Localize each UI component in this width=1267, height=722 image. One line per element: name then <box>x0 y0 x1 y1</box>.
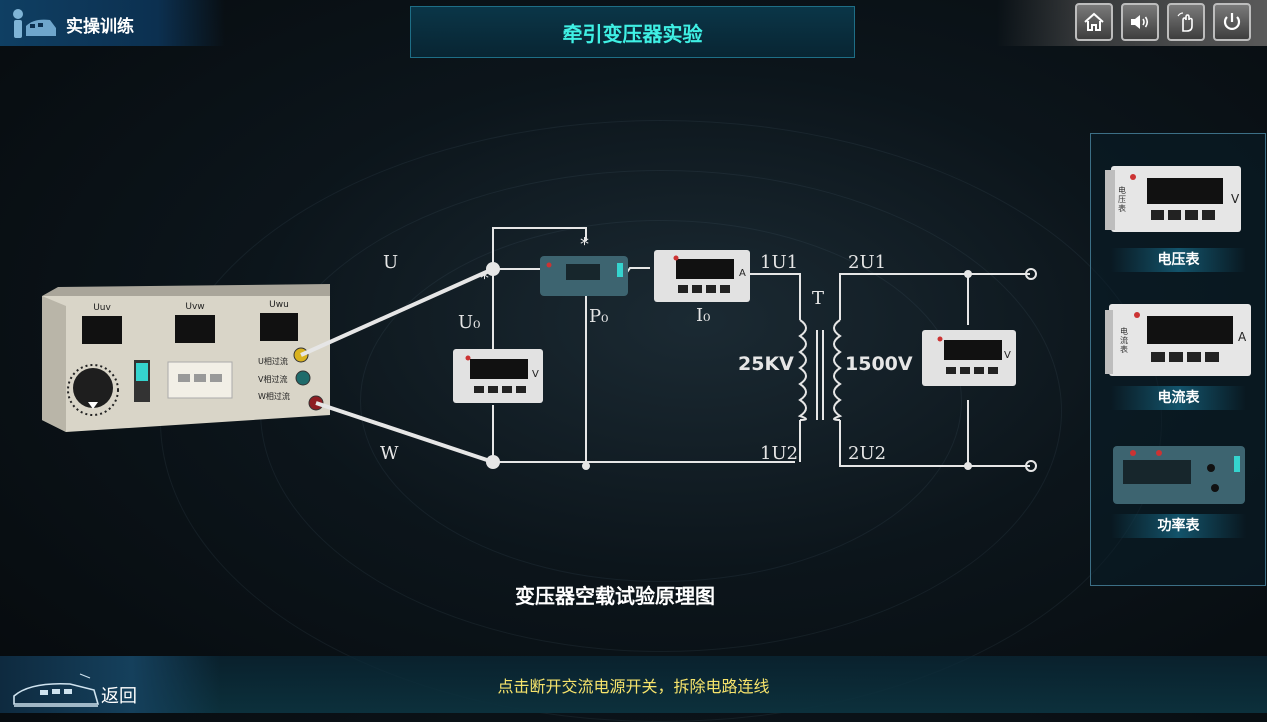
hand-button[interactable] <box>1167 3 1205 41</box>
label-1u2: 1U2 <box>760 443 798 464</box>
home-button[interactable] <box>1075 3 1113 41</box>
tool-ammeter[interactable]: A 电流表 电流表 <box>1091 272 1265 412</box>
train-operator-icon <box>13 9 56 38</box>
train-icon <box>13 673 100 707</box>
label-primary-voltage: 25KV <box>738 353 794 375</box>
wire-w[interactable] <box>315 401 494 464</box>
label-1u1: 1U1 <box>760 252 798 273</box>
output-terminal-top[interactable] <box>1025 268 1037 280</box>
diagram-caption: 变压器空载试验原理图 <box>515 584 715 608</box>
ac-power-box[interactable] <box>42 284 330 432</box>
instrument-panel: V 电压表 电压表 A 电流表 电流表 功率表 <box>1090 133 1266 586</box>
label-2u1: 2U1 <box>848 252 886 273</box>
page-title: 牵引变压器实验 <box>562 21 703 46</box>
meter-label-uvw: Uvw <box>185 302 204 312</box>
u-terminal-label: U相过流 <box>258 356 288 366</box>
voltmeter-icon <box>1105 166 1241 232</box>
voltmeter-icon-unit: V <box>1231 192 1240 206</box>
ammeter-in-circuit[interactable] <box>654 250 750 302</box>
back-label: 返回 <box>101 686 137 707</box>
meter-uuv-display <box>82 316 122 344</box>
power-button[interactable] <box>1213 3 1251 41</box>
wire-u[interactable] <box>300 267 494 357</box>
section-tag: 实操训练 <box>0 0 225 46</box>
tool-ammeter-label: 电流表 <box>1111 386 1246 410</box>
asterisk-marker: * <box>580 234 589 255</box>
hand-pointer-icon <box>1177 12 1193 32</box>
background-arc <box>360 220 962 582</box>
label-u: U <box>383 252 398 273</box>
tool-voltmeter-label: 电压表 <box>1111 248 1246 272</box>
tool-wattmeter[interactable]: 功率表 <box>1091 412 1265 540</box>
node <box>964 462 972 470</box>
ammeter-icon <box>1105 304 1251 376</box>
voltmeter-secondary[interactable] <box>922 330 1016 386</box>
section-label: 实操训练 <box>66 17 134 37</box>
top-bar: 实操训练 牵引变压器实验 <box>0 0 1267 60</box>
meter-uwu-display <box>260 313 298 341</box>
home-icon <box>1084 12 1104 31</box>
voltmeter-secondary-unit: V <box>1004 350 1011 361</box>
transformer-coils <box>797 319 843 421</box>
meter-uvw-display <box>175 315 215 343</box>
speaker-icon <box>1131 15 1149 29</box>
w-terminal-label: W相过流 <box>258 391 290 401</box>
meter-label-uuv: Uuv <box>93 303 111 313</box>
tool-voltmeter[interactable]: V 电压表 电压表 <box>1091 134 1265 274</box>
wattmeter-icon <box>1113 446 1245 504</box>
knob-pointer-icon <box>88 402 98 409</box>
label-u0: U₀ <box>458 312 480 333</box>
node-u[interactable] <box>486 262 500 276</box>
v-phase-terminal[interactable] <box>295 370 311 386</box>
power-icon <box>1223 13 1241 30</box>
sound-button[interactable] <box>1121 3 1159 41</box>
label-p0: P₀ <box>589 306 608 327</box>
label-secondary-voltage: 1500V <box>845 353 913 375</box>
voltage-knob[interactable] <box>73 368 113 408</box>
instruction-text: 点击断开交流电源开关，拆除电路连线 <box>497 677 770 696</box>
node <box>582 462 590 470</box>
toolbar <box>997 0 1267 46</box>
ammeter-side-text: 电流表 <box>1120 327 1128 354</box>
node <box>964 270 972 278</box>
tool-wattmeter-label: 功率表 <box>1111 514 1246 538</box>
back-button[interactable]: 返回 <box>0 656 220 713</box>
label-i0: I₀ <box>696 305 710 326</box>
label-2u2: 2U2 <box>848 443 886 464</box>
voltmeter-u0[interactable] <box>453 349 543 403</box>
ammeter-icon-unit: A <box>1238 330 1247 344</box>
label-t: T <box>812 288 824 309</box>
asterisk-marker: * <box>480 268 489 289</box>
node-w[interactable] <box>486 455 500 469</box>
label-w: W <box>380 443 399 464</box>
voltmeter-side-text: 电压表 <box>1118 186 1126 213</box>
v-terminal-label: V相过流 <box>258 374 287 384</box>
page-title-box: 牵引变压器实验 <box>410 6 855 58</box>
output-terminal-bottom[interactable] <box>1025 460 1037 472</box>
wattmeter-in-circuit[interactable] <box>540 256 628 296</box>
voltmeter-u0-unit: V <box>532 369 539 380</box>
ammeter-unit: A <box>739 268 746 279</box>
knob-scale <box>67 364 119 416</box>
meter-label-uwu: Uwu <box>269 300 289 310</box>
